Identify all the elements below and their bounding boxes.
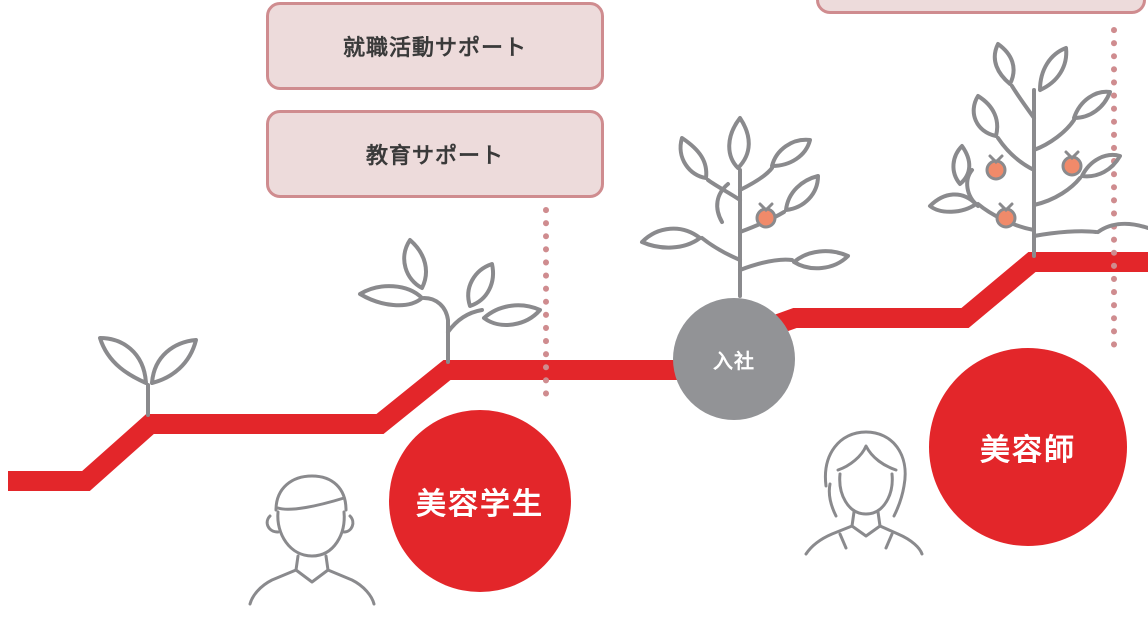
stylist-stage: 美容師 — [929, 348, 1127, 546]
small-tree-icon — [640, 116, 850, 298]
beauty-student-stage: 美容学生 — [389, 410, 571, 592]
orange-fruit-icon — [755, 202, 777, 229]
female-stylist-icon — [804, 430, 924, 556]
young-plant-icon — [358, 238, 542, 364]
joining-company-stage: 入社 — [673, 298, 795, 420]
orange-fruit-icon — [985, 154, 1007, 181]
sprout-icon — [98, 336, 198, 417]
orange-fruit-icon — [995, 202, 1017, 229]
education-support-box: 教育サポート — [266, 110, 604, 198]
orange-fruit-icon — [1061, 150, 1083, 177]
male-student-icon — [248, 474, 376, 606]
job-hunting-support-box: 就職活動サポート — [266, 2, 604, 90]
top-right-support-box — [816, 0, 1146, 14]
